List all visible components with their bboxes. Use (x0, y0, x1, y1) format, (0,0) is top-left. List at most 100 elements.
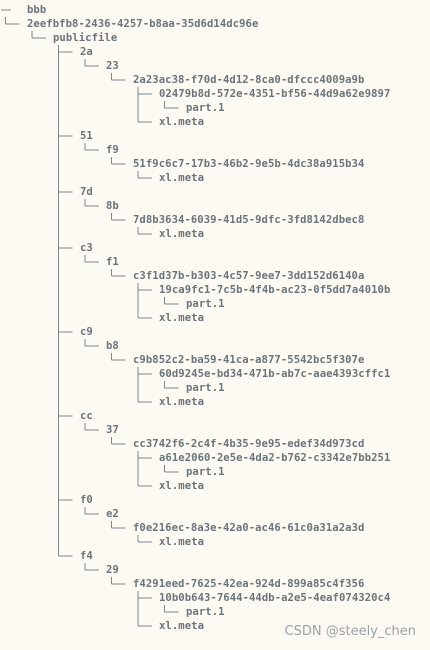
tree-branch (0, 255, 106, 269)
tree-folder-row: 2a23ac38-f70d-4d12-8ca0-dfccc4009a9b (0, 73, 364, 87)
file-name: xl.meta (159, 396, 204, 408)
tree-folder-row: f4 (0, 549, 93, 563)
tree-folder-row: f1 (0, 255, 119, 269)
tree-branch (0, 269, 133, 283)
tree-connector (58, 549, 73, 557)
tree-branch (0, 185, 80, 199)
folder-name: f0e216ec-8a3e-42a0-ac46-61c0a31a2a3d (133, 522, 365, 534)
tree-connector (58, 465, 179, 479)
folder-name: 51f9c6c7-17b3-46b2-9e5b-4dc38a915b34 (133, 158, 365, 170)
folder-name: f4291eed-7625-42ea-924d-899a85c4f356 (133, 578, 365, 590)
tree-folder-row: 51 (0, 129, 93, 143)
tree-connector (58, 395, 152, 409)
tree-connector (58, 535, 152, 549)
tree-branch (0, 59, 106, 73)
tree-connector (58, 521, 126, 535)
tree-branch (0, 577, 133, 591)
folder-name: 37 (106, 424, 119, 436)
tree-branch (0, 423, 106, 437)
tree-connector (58, 241, 73, 255)
tree-branch (0, 591, 159, 605)
tree-folder-row: a61e2060-2e5e-4da2-b762-c3342e7bb251 (0, 451, 390, 465)
tree-folder-row: 7d (0, 185, 93, 199)
tree-connector (58, 297, 179, 311)
tree-branch (0, 563, 106, 577)
tree-branch (0, 213, 133, 227)
tree-branch (0, 3, 27, 17)
folder-name: 2eefbfb8-2436-4257-b8aa-35d6d14dc96e (27, 18, 259, 30)
tree-folder-row: c9b852c2-ba59-41ca-a877-5542bc5f307e (0, 353, 364, 367)
file-name: xl.meta (159, 620, 204, 632)
folder-name: cc3742f6-2c4f-4b35-9e95-edef34d973cd (133, 438, 365, 450)
tree-branch (0, 199, 106, 213)
tree-connector (58, 353, 126, 367)
tree-connector (58, 437, 126, 451)
tree-branch (0, 493, 80, 507)
tree-folder-row: cc3742f6-2c4f-4b35-9e95-edef34d973cd (0, 437, 364, 451)
tree-branch (0, 619, 159, 633)
tree-connector (58, 479, 152, 493)
tree-folder-row: 2a (0, 45, 93, 59)
tree-file-row: xl.meta (0, 115, 204, 129)
folder-name: c9 (80, 326, 93, 338)
tree-branch (0, 143, 106, 157)
tree-folder-row: 19ca9fc1-7c5b-4f4b-ac23-0f5dd7a4010b (0, 283, 390, 297)
file-name: part.1 (186, 298, 225, 310)
watermark: CSDN @steely_chen (284, 624, 417, 639)
tree-branch (0, 87, 159, 101)
tree-connector (58, 325, 73, 339)
tree-folder-row: c3f1d37b-b303-4c57-9ee7-3dd152d6140a (0, 269, 364, 283)
tree-folder-row: c3 (0, 241, 93, 255)
tree-file-row: xl.meta (0, 311, 204, 325)
tree-connector (58, 339, 99, 353)
tree-connector (58, 143, 99, 157)
tree-branch (0, 101, 186, 115)
folder-name: 29 (106, 564, 119, 576)
file-name: xl.meta (159, 312, 204, 324)
folder-name: 8b (106, 200, 119, 212)
tree-branch (0, 395, 159, 409)
tree-branch (0, 115, 159, 129)
tree-folder-row: f9 (0, 143, 119, 157)
folder-name: 7d (80, 186, 93, 198)
tree-branch (0, 409, 80, 423)
tree-branch (0, 535, 159, 549)
tree-branch (0, 45, 80, 59)
tree-connector (84, 563, 99, 571)
tree-file-row: xl.meta (0, 479, 204, 493)
tree-folder-row: 02479b8d-572e-4351-bf56-44d9a62e9897 (0, 87, 390, 101)
tree-folder-row: f0 (0, 493, 93, 507)
tree-folder-row: e2 (0, 507, 119, 521)
tree-connector (58, 227, 152, 241)
file-name: part.1 (186, 606, 225, 618)
tree-folder-row: 37 (0, 423, 119, 437)
tree-connector (31, 31, 46, 39)
file-name: xl.meta (159, 228, 204, 240)
tree-branch (0, 311, 159, 325)
folder-name: a61e2060-2e5e-4da2-b762-c3342e7bb251 (159, 452, 391, 464)
folder-name: 2a (80, 46, 93, 58)
tree-folder-row: c9 (0, 325, 93, 339)
tree-connector (58, 451, 152, 465)
tree-connector (5, 17, 20, 25)
tree-connector (58, 311, 152, 325)
tree-file-row: part.1 (0, 297, 225, 311)
tree-file-row: xl.meta (0, 535, 204, 549)
tree-connector (58, 493, 73, 507)
tree-branch (0, 171, 159, 185)
tree-connector (137, 591, 152, 605)
folder-name: e2 (106, 508, 119, 520)
file-name: xl.meta (159, 536, 204, 548)
file-name: xl.meta (159, 480, 204, 492)
folder-name: f1 (106, 256, 119, 268)
tree-connector (58, 213, 126, 227)
tree-folder-row: bbb (0, 3, 46, 17)
tree-connector (137, 605, 179, 619)
folder-name: 02479b8d-572e-4351-bf56-44d9a62e9897 (159, 88, 391, 100)
tree-branch (0, 241, 80, 255)
tree-branch (0, 353, 133, 367)
tree-folder-row: cc (0, 409, 93, 423)
tree-branch (0, 367, 159, 381)
tree-folder-row: 29 (0, 563, 119, 577)
